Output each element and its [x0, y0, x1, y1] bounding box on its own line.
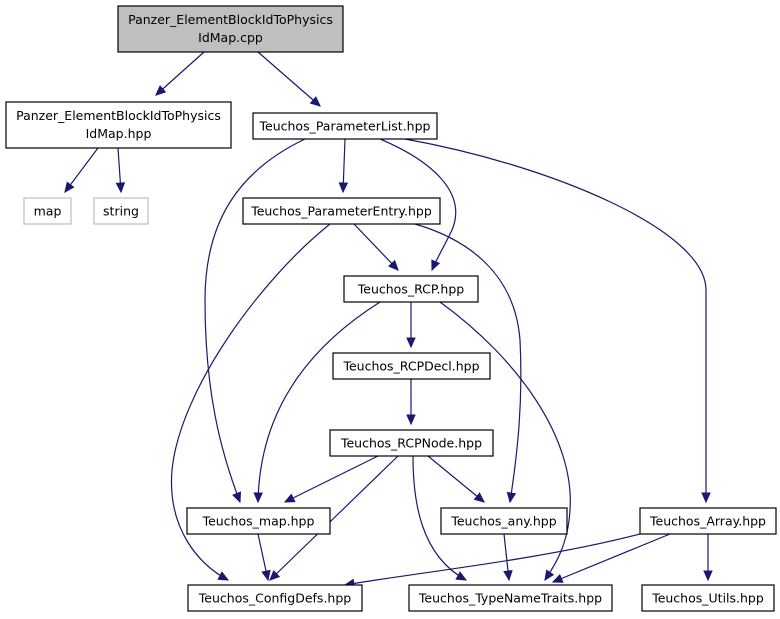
- edge-arrowhead: [431, 259, 441, 272]
- edge-line: [257, 301, 381, 503]
- edge-line: [170, 223, 331, 581]
- edge-arrowhead: [406, 414, 416, 426]
- node-teuchos-rcpdecl[interactable]: Teuchos_RCPDecl.hpp: [332, 352, 491, 380]
- edge-rcpnode-to-tmap: [283, 455, 379, 503]
- edge-line: [155, 51, 205, 96]
- node-teuchos-parameterlist[interactable]: Teuchos_ParameterList.hpp: [252, 112, 438, 140]
- edge-line: [412, 455, 467, 581]
- edge-arrowhead: [506, 491, 517, 504]
- edge-rcp-to-typename: [439, 301, 571, 582]
- node-map[interactable]: map: [23, 197, 72, 225]
- edge-array-to-config: [343, 533, 641, 589]
- edge-arrowhead: [701, 492, 711, 504]
- edge-arrowhead: [64, 181, 75, 193]
- edge-array-to-typename: [551, 533, 671, 583]
- edge-arrowhead: [309, 96, 321, 107]
- edge-root-to-plist: [257, 51, 321, 107]
- edge-arrowhead: [387, 259, 399, 271]
- node-teuchos-array[interactable]: Teuchos_Array.hpp: [639, 507, 777, 535]
- edge-plist-to-rcp: [379, 138, 457, 272]
- node-teuchos-rcpnode[interactable]: Teuchos_RCPNode.hpp: [329, 429, 494, 457]
- edge-line: [439, 301, 571, 581]
- node-teuchos-rcp[interactable]: Teuchos_RCP.hpp: [343, 275, 479, 303]
- edge-line: [257, 51, 321, 107]
- edge-line: [269, 455, 399, 581]
- node-teuchos-parameterentry[interactable]: Teuchos_ParameterEntry.hpp: [242, 197, 441, 225]
- node-root-line-2: IdMap.cpp: [198, 30, 263, 45]
- edge-pentry-to-config: [170, 223, 331, 581]
- edge-arrowhead: [544, 569, 555, 582]
- edge-rcpdecl-to-rcpnode: [406, 379, 416, 426]
- node-idmap-hpp-line-2: IdMap.hpp: [86, 126, 152, 141]
- edge-arrowhead: [473, 492, 485, 503]
- edge-arrowhead: [283, 493, 296, 503]
- edge-arrowhead: [232, 491, 242, 504]
- edge-arrowhead: [115, 182, 126, 194]
- node-teuchos-typenametraits[interactable]: Teuchos_TypeNameTraits.hpp: [408, 584, 613, 612]
- edge-line: [427, 455, 485, 503]
- edge-rcpnode-to-any: [427, 455, 485, 503]
- edge-arrowhead: [455, 571, 468, 581]
- node-teuchos-rcp-label: Teuchos_RCP.hpp: [357, 282, 465, 297]
- edge-line: [404, 138, 707, 502]
- node-teuchos-any-label: Teuchos_any.hpp: [450, 514, 556, 529]
- edges-layer: [64, 51, 713, 589]
- edge-plist-to-pentry: [338, 138, 349, 194]
- edge-hpp-to-string: [115, 147, 126, 194]
- edge-line: [379, 138, 457, 271]
- edge-line: [552, 533, 671, 583]
- node-teuchos-rcpdecl-label: Teuchos_RCPDecl.hpp: [342, 359, 479, 374]
- edge-plist-to-tmap: [204, 138, 306, 504]
- edge-arrowhead: [551, 573, 564, 583]
- node-teuchos-utils-label: Teuchos_Utils.hpp: [651, 591, 764, 606]
- edge-line: [414, 223, 522, 503]
- node-root-line-1: Panzer_ElementBlockIdToPhysics: [128, 12, 333, 27]
- edge-arrowhead: [338, 182, 349, 194]
- edge-line: [204, 138, 306, 503]
- node-string[interactable]: string: [93, 197, 149, 225]
- edge-line: [353, 223, 399, 271]
- node-idmap-hpp[interactable]: Panzer_ElementBlockIdToPhysics IdMap.hpp: [5, 101, 232, 149]
- node-teuchos-rcpnode-label: Teuchos_RCPNode.hpp: [340, 436, 482, 451]
- node-teuchos-utils[interactable]: Teuchos_Utils.hpp: [641, 584, 775, 612]
- edge-any-to-typename: [503, 533, 513, 582]
- edge-arrowhead: [217, 571, 230, 581]
- node-teuchos-array-label: Teuchos_Array.hpp: [649, 514, 766, 529]
- edge-arrowhead: [261, 569, 271, 582]
- edge-arrowhead: [503, 570, 513, 582]
- node-teuchos-map[interactable]: Teuchos_map.hpp: [186, 507, 331, 535]
- node-string-label: string: [103, 204, 139, 219]
- edge-array-to-utils: [703, 534, 713, 582]
- node-teuchos-map-label: Teuchos_map.hpp: [202, 514, 315, 529]
- edge-rcpnode-to-config: [269, 455, 399, 581]
- edge-root-to-hpp: [155, 51, 205, 96]
- edge-plist-to-array: [404, 138, 711, 504]
- node-teuchos-any[interactable]: Teuchos_any.hpp: [440, 507, 568, 535]
- edge-arrowhead: [155, 85, 167, 96]
- node-teuchos-typenametraits-label: Teuchos_TypeNameTraits.hpp: [418, 591, 602, 606]
- node-map-label: map: [34, 204, 62, 219]
- edge-rcp-to-tmap: [253, 301, 381, 504]
- edge-line: [284, 455, 379, 503]
- edge-arrowhead: [406, 337, 416, 349]
- edge-tmap-to-config: [257, 533, 271, 582]
- edge-hpp-to-map: [64, 147, 99, 193]
- node-idmap-hpp-line-1: Panzer_ElementBlockIdToPhysics: [16, 108, 221, 123]
- node-teuchos-parameterlist-label: Teuchos_ParameterList.hpp: [259, 119, 431, 134]
- edge-line: [344, 533, 641, 586]
- node-root-idmap-cpp[interactable]: Panzer_ElementBlockIdToPhysics IdMap.cpp: [117, 5, 344, 53]
- edge-arrowhead: [253, 492, 263, 504]
- node-teuchos-configdefs[interactable]: Teuchos_ConfigDefs.hpp: [187, 584, 363, 612]
- edge-rcpnode-to-typename: [412, 455, 468, 581]
- edge-arrowhead: [269, 569, 281, 581]
- node-teuchos-configdefs-label: Teuchos_ConfigDefs.hpp: [198, 591, 351, 606]
- edge-arrowhead: [703, 570, 713, 582]
- edge-pentry-to-rcp: [353, 223, 399, 271]
- node-teuchos-parameterentry-label: Teuchos_ParameterEntry.hpp: [250, 204, 432, 219]
- edge-pentry-to-any: [414, 223, 522, 504]
- edge-rcp-to-rcpdecl: [406, 302, 416, 349]
